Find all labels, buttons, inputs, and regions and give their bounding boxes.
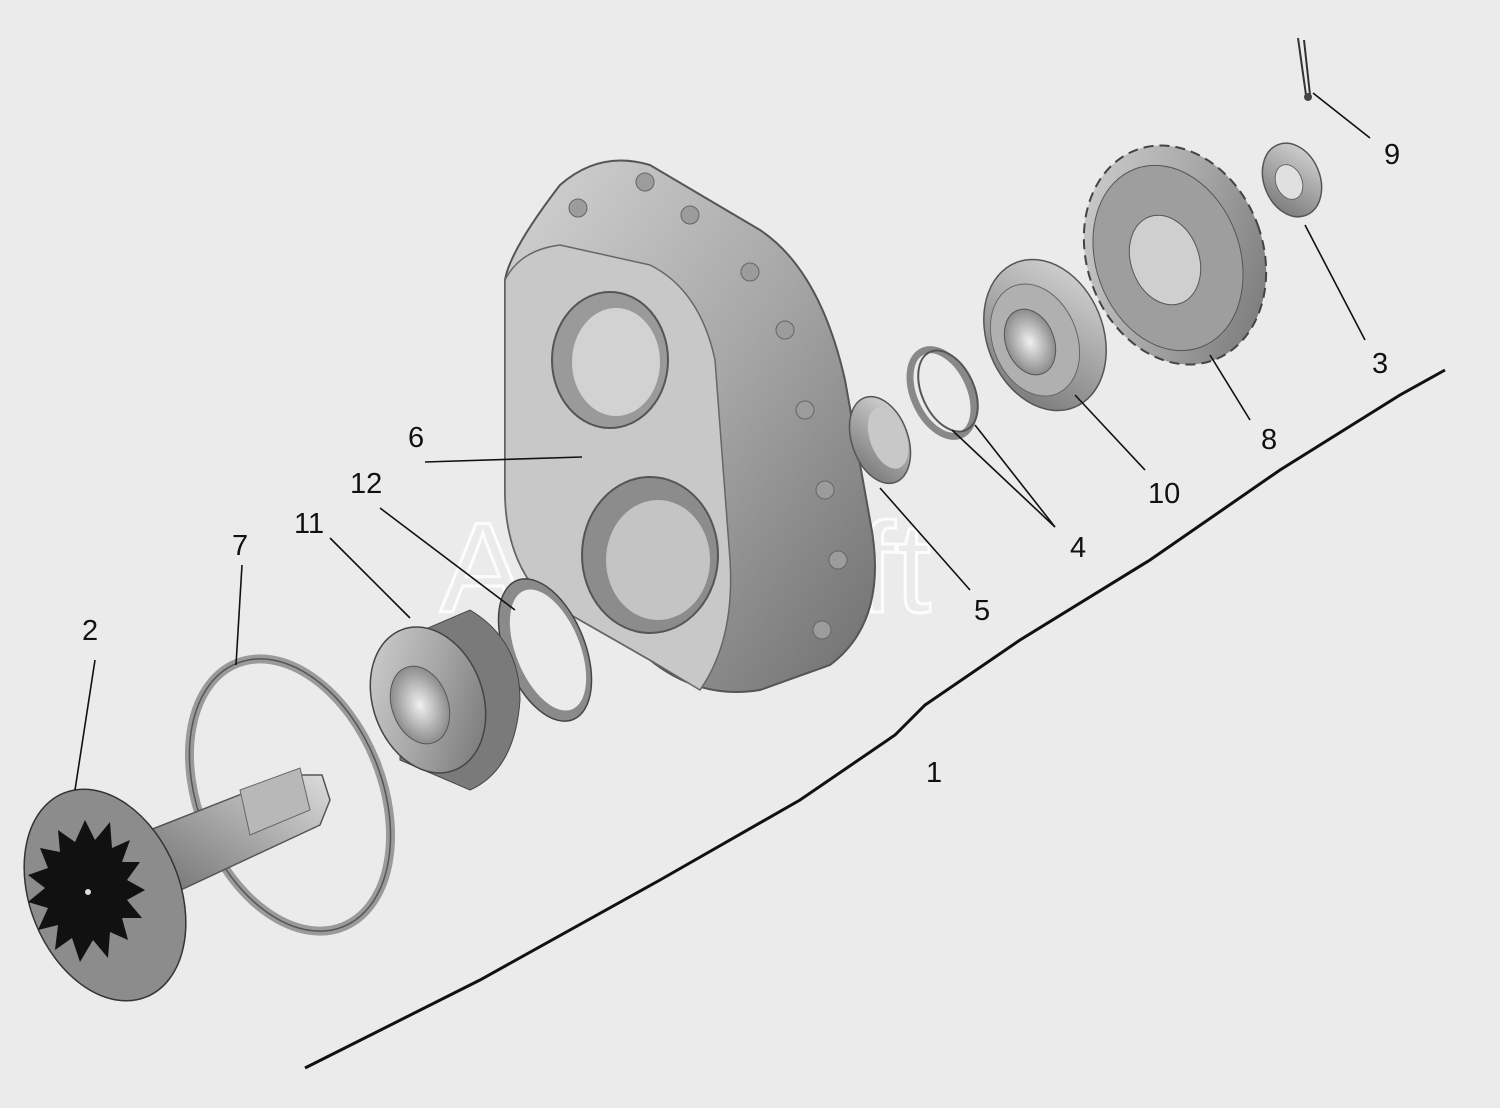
retaining-rings-part-4	[906, 346, 979, 440]
housing-cover-part-6	[504, 159, 876, 693]
callout-12: 12	[350, 468, 382, 500]
callout-8: 8	[1261, 424, 1277, 456]
callout-5: 5	[974, 595, 990, 627]
callout-9: 9	[1384, 139, 1400, 171]
callout-4: 4	[1070, 532, 1086, 564]
callouts: 1 2 3 4 5 6 7 8 9 10 11 12	[82, 139, 1400, 789]
callout-10: 10	[1148, 478, 1180, 510]
shim-washer-part-12	[497, 578, 593, 722]
callout-7: 7	[232, 530, 248, 562]
callout-2: 2	[82, 615, 98, 647]
nut-part-3	[1261, 142, 1323, 218]
tapered-roller-bearing-part-11	[369, 609, 521, 791]
spur-gear-part-8	[1082, 144, 1268, 366]
bearing-cup-part-5	[848, 395, 912, 485]
leader-lines	[74, 92, 1371, 791]
callout-3: 3	[1372, 348, 1388, 380]
assembly-boundary-line	[304, 368, 1446, 1070]
callout-11: 11	[294, 508, 324, 540]
ball-bearing-part-10	[983, 258, 1107, 412]
cotter-pin-part-9	[1297, 37, 1312, 101]
callout-1: 1	[926, 757, 942, 789]
callout-6: 6	[408, 422, 424, 454]
bevel-pinion-shaft-part-2	[23, 767, 331, 1002]
